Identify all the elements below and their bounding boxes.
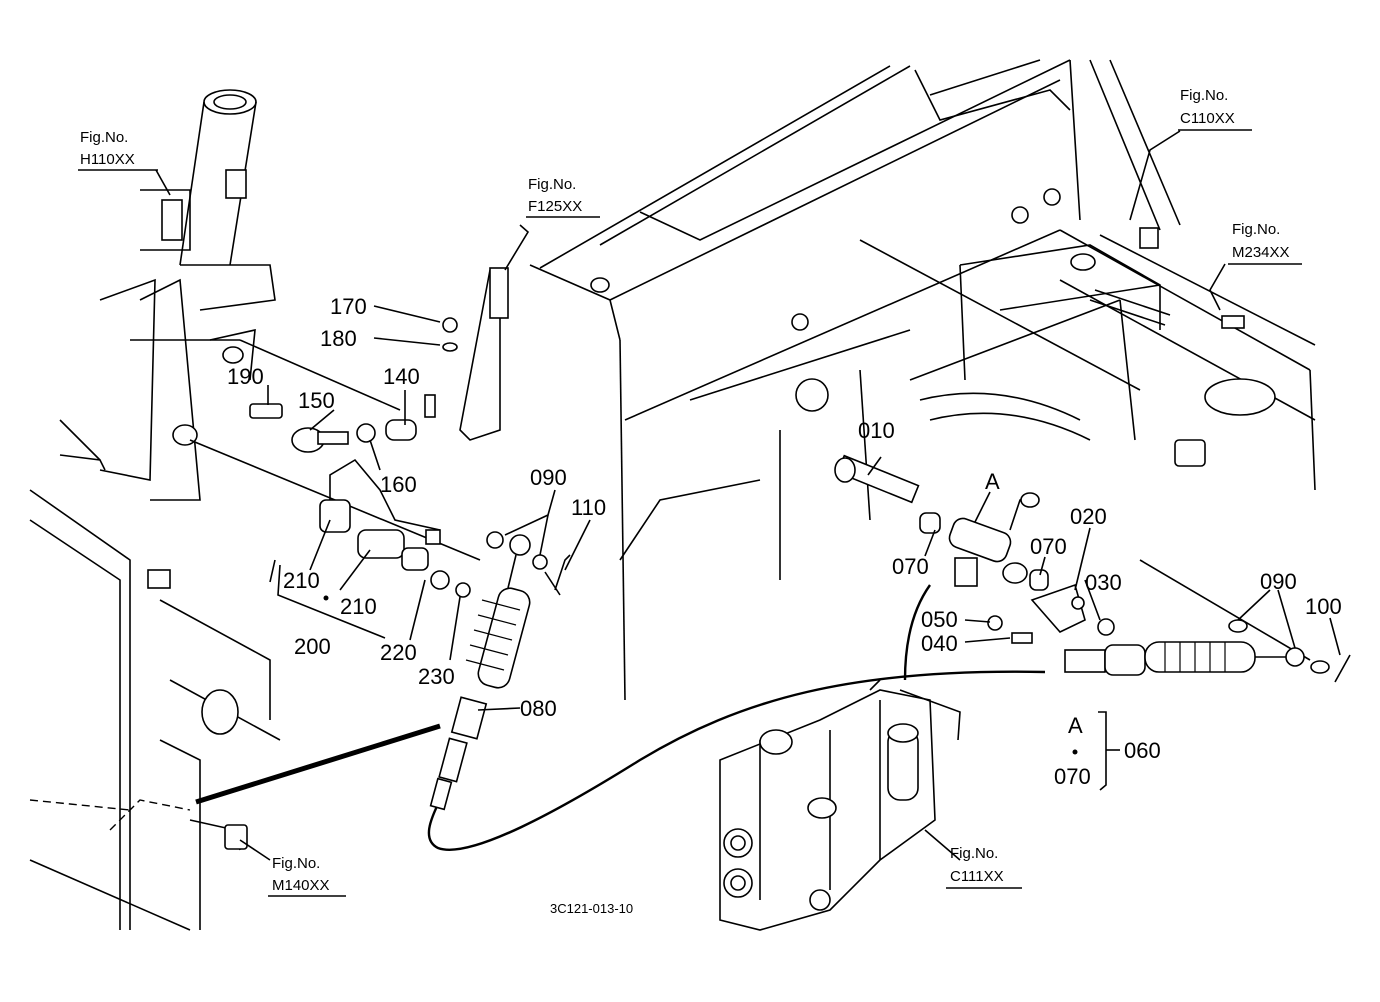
part-label-A: A — [985, 469, 1000, 494]
figure-ref-m234: Fig.No. M234XX — [1228, 221, 1302, 265]
part-label-190: 190 — [227, 364, 264, 389]
svg-text:Fig.No.: Fig.No. — [1232, 221, 1280, 238]
steering-post — [59, 89, 481, 561]
svg-text:C111XX: C111XX — [950, 868, 1004, 885]
part-label-150: 150 — [298, 388, 335, 413]
center-line — [1139, 559, 1311, 661]
svg-text:M234XX: M234XX — [1232, 244, 1290, 261]
svg-text:A: A — [1068, 713, 1083, 738]
part-label-080: 080 — [520, 696, 557, 721]
part-label-090-left: 090 — [530, 465, 567, 490]
part-label-140: 140 — [383, 364, 420, 389]
part-label-040: 040 — [921, 631, 958, 656]
joint-parts — [249, 267, 571, 598]
part-label-200: 200 — [294, 634, 331, 659]
dot-marker — [323, 595, 329, 601]
svg-text:Fig.No.: Fig.No. — [1180, 87, 1228, 104]
part-label-090-right: 090 — [1260, 569, 1297, 594]
svg-text:M140XX: M140XX — [272, 877, 330, 894]
part-label-010: 010 — [858, 418, 895, 443]
svg-text:Fig.No.: Fig.No. — [80, 129, 128, 146]
svg-text:H110XX: H110XX — [80, 151, 135, 168]
control-cable — [427, 670, 1046, 851]
part-label-110: 110 — [571, 495, 606, 520]
svg-text:Fig.No.: Fig.No. — [528, 176, 576, 193]
svg-text:070: 070 — [1054, 764, 1091, 789]
leader-lines — [155, 130, 1341, 861]
rod-010 — [834, 454, 1115, 644]
part-label-220: 220 — [380, 640, 417, 665]
lower-frame — [29, 489, 281, 931]
cable-080 — [429, 534, 531, 811]
part-label-230: 230 — [418, 664, 455, 689]
cable-right — [1064, 619, 1351, 683]
svg-text:Fig.No.: Fig.No. — [272, 855, 320, 872]
svg-text:C110XX: C110XX — [1180, 110, 1235, 127]
part-label-030: 030 — [1085, 570, 1122, 595]
part-label-020: 020 — [1070, 504, 1107, 529]
part-label-070-right: 070 — [1030, 534, 1067, 559]
control-valve — [719, 679, 961, 931]
svg-text:F125XX: F125XX — [528, 198, 582, 215]
figure-ref-c110: Fig.No. C110XX — [1178, 87, 1252, 131]
leader-arrow — [195, 723, 441, 805]
svg-text:Fig.No.: Fig.No. — [950, 845, 998, 862]
part-label-210-a: 210 — [283, 568, 320, 593]
part-label-050: 050 — [921, 607, 958, 632]
figure-ref-f125: Fig.No. F125XX — [526, 176, 600, 218]
svg-text:060: 060 — [1124, 738, 1161, 763]
center-line — [859, 239, 1141, 391]
part-label-170: 170 — [330, 294, 367, 319]
part-label-180: 180 — [320, 326, 357, 351]
part-label-100: 100 — [1305, 594, 1342, 619]
drawing-code: 3C121-013-10 — [550, 901, 633, 916]
figure-ref-h110: Fig.No. H110XX — [78, 129, 158, 171]
part-label-070-left: 070 — [892, 554, 929, 579]
part-label-210-b: 210 — [340, 594, 377, 619]
figure-ref-m140: Fig.No. M140XX — [268, 855, 346, 897]
figure-ref-c111: Fig.No. C111XX — [946, 845, 1022, 889]
cable-arrow — [903, 584, 931, 681]
assembly-note: A 070 060 — [1054, 713, 1161, 789]
chassis-frame — [529, 59, 1316, 701]
part-label-160: 160 — [380, 472, 417, 497]
